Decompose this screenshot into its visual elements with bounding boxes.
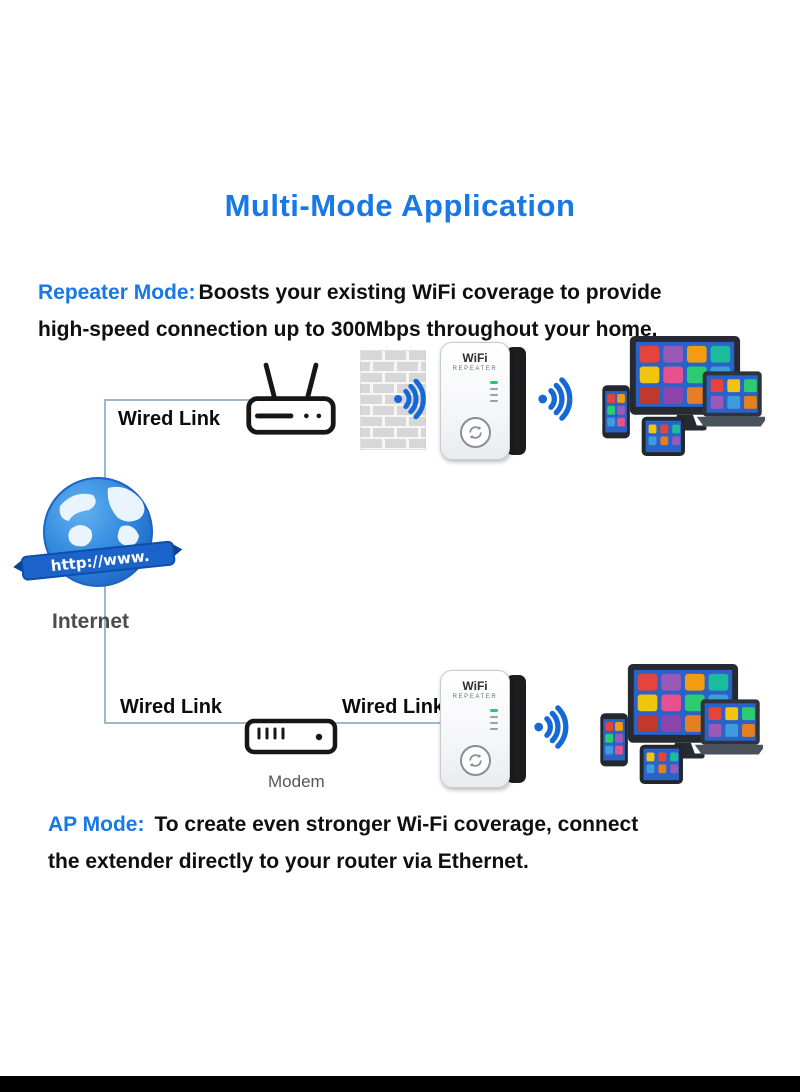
bottom-black-bar	[0, 1076, 800, 1092]
wifi-signal-icon	[390, 372, 444, 426]
connector-line-internet-modem	[104, 722, 252, 724]
wired-link-label-bottom-right: Wired Link	[338, 696, 449, 719]
repeater-led-indicators	[490, 381, 498, 402]
page-title: Multi-Mode Application	[224, 188, 576, 223]
internet-label: Internet	[52, 610, 130, 633]
internet-globe-icon: http://www.	[13, 477, 183, 587]
repeater-mode-paragraph: Repeater Mode:Boosts your existing WiFi …	[38, 274, 780, 348]
modem-label: Modem	[268, 772, 325, 791]
wifi-repeater-device: WiFi REPEATER	[440, 342, 526, 460]
wifi-signal-icon	[530, 698, 588, 756]
repeater-mode-label: Repeater Mode:	[38, 281, 196, 304]
client-devices-icon	[600, 664, 763, 785]
wifi-repeater-device: WiFi REPEATER	[440, 670, 526, 788]
ap-mode-paragraph: AP Mode: To create even stronger Wi-Fi co…	[48, 806, 772, 880]
wps-button-icon	[459, 417, 491, 448]
repeater-led-indicators	[490, 709, 498, 730]
modem-icon	[244, 718, 338, 755]
ap-mode-text-line1: To create even stronger Wi-Fi coverage, …	[154, 813, 639, 836]
wired-link-label-top: Wired Link	[118, 408, 221, 430]
connector-line-internet-router	[104, 399, 250, 401]
repeater-model-label: REPEATER	[452, 694, 498, 700]
ap-mode-text-line2: the extender directly to your router via…	[48, 850, 529, 873]
router-icon	[246, 362, 336, 435]
wifi-signal-icon	[534, 370, 592, 428]
wired-link-label-bottom-left: Wired Link	[116, 696, 227, 719]
repeater-mode-text-line2: high-speed connection up to 300Mbps thro…	[38, 318, 658, 341]
repeater-side-panel	[506, 347, 526, 455]
repeater-mode-text-line1: Boosts your existing WiFi coverage to pr…	[198, 281, 662, 304]
ap-mode-label: AP Mode:	[48, 813, 145, 836]
repeater-brand-label: WiFi	[462, 679, 488, 693]
client-devices-icon	[602, 336, 765, 457]
repeater-front-panel: WiFi REPEATER	[440, 342, 510, 460]
repeater-side-panel	[506, 675, 526, 783]
connector-line-modem-repeater	[330, 722, 444, 724]
repeater-front-panel: WiFi REPEATER	[440, 670, 510, 788]
wps-button-icon	[459, 745, 491, 776]
repeater-model-label: REPEATER	[452, 366, 498, 372]
repeater-brand-label: WiFi	[462, 351, 488, 365]
